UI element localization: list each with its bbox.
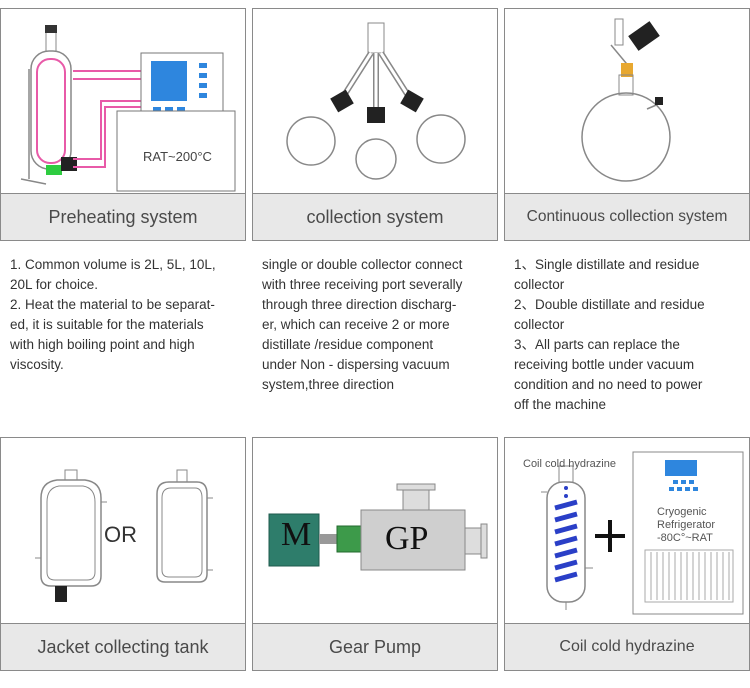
description-continuous-collection-system: 1、Single distillate and residue collecto… [514, 257, 705, 412]
motor-label: M [281, 516, 312, 553]
pump-label: GP [385, 520, 429, 557]
preheating-illustration [20, 25, 236, 192]
refrigerator-label-line2: Refrigerator [657, 519, 716, 531]
refrigerator-label-line1: Cryogenic [657, 506, 707, 518]
or-label: OR [104, 522, 137, 547]
card-coil-cold-hydrazine: Coil cold hydrazine Cryogenic Refrigerat… [504, 437, 750, 671]
description-preheating-system: 1. Common volume is 2L, 5L, 10L, 20L for… [10, 257, 216, 372]
card-gear-pump: M GP Gear Pump [252, 437, 498, 671]
caption-gear-pump: Gear Pump [253, 623, 497, 670]
display-screen [151, 61, 187, 101]
continuous-collection-illustration [581, 18, 671, 182]
coil-label: Coil cold hydrazine [523, 458, 616, 470]
caption-preheating-system: Preheating system [1, 193, 245, 240]
caption-coil-cold-hydrazine: Coil cold hydrazine [505, 623, 749, 670]
collection-illustration [286, 22, 466, 180]
coil-cold-hydrazine-illustration [541, 451, 744, 615]
card-continuous-collection-system: Continuous collection system [504, 8, 750, 241]
gear-pump-illustration [268, 483, 488, 571]
card-preheating-system: RAT~200°C Preheating system [0, 8, 246, 241]
heater-temperature-label: RAT~200°C [143, 149, 212, 164]
caption-jacket-collecting-tank: Jacket collecting tank [1, 623, 245, 670]
refrigerator-label-line3: -80C°~RAT [657, 532, 713, 544]
card-collection-system: collection system [252, 8, 498, 241]
caption-continuous-collection-system: Continuous collection system [505, 193, 749, 240]
description-collection-system: single or double collector connect with … [262, 257, 463, 392]
caption-collection-system: collection system [253, 193, 497, 240]
card-jacket-collecting-tank: OR Jacket collecting tank [0, 437, 246, 671]
jacket-tank-illustration [35, 469, 213, 602]
